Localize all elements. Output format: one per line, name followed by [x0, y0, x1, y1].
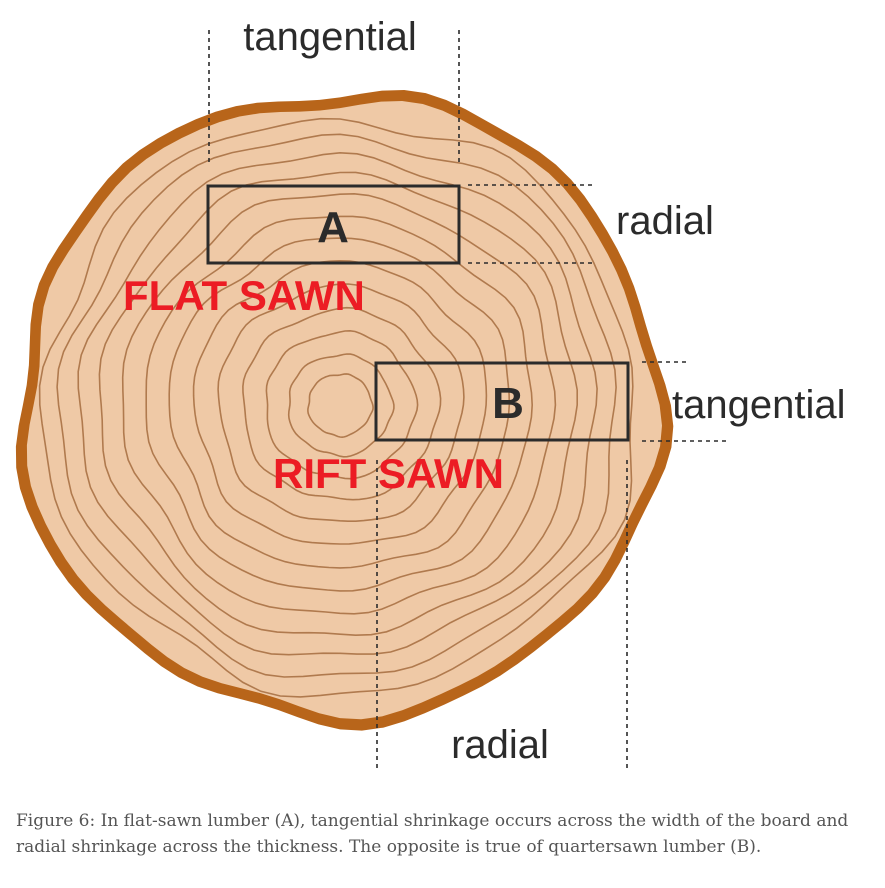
- growth-ring: [265, 329, 419, 480]
- growth-ring: [56, 133, 617, 678]
- growth-ring: [192, 259, 488, 545]
- board-a-letter: A: [317, 203, 349, 252]
- growth-ring: [217, 283, 465, 522]
- board-a-outline: [206, 184, 461, 265]
- flat-sawn-label: FLAT SAWN: [123, 272, 365, 319]
- growth-ring: [38, 117, 634, 698]
- label-bottom-radial: radial: [451, 723, 549, 767]
- figure-caption: Figure 6: In flat-sawn lumber (A), tange…: [16, 811, 849, 857]
- log-cross-section-diagram: tangential radial tangential radial A B …: [15, 15, 845, 768]
- label-right-radial: radial: [616, 199, 714, 243]
- board-b-outline: [374, 361, 630, 442]
- dimension-guides: [208, 30, 726, 768]
- growth-ring: [145, 215, 534, 592]
- rift-sawn-label: RIFT SAWN: [273, 450, 504, 497]
- growth-ring: [242, 306, 442, 501]
- growth-ring: [77, 151, 598, 656]
- label-right-tangential: tangential: [672, 383, 845, 427]
- growth-ring: [287, 353, 395, 458]
- wood-face: [26, 101, 662, 720]
- growth-ring: [307, 373, 374, 439]
- board-b-letter: B: [492, 379, 524, 428]
- growth-ring: [98, 171, 578, 637]
- label-top-tangential: tangential: [243, 15, 416, 59]
- growth-ring: [121, 192, 557, 615]
